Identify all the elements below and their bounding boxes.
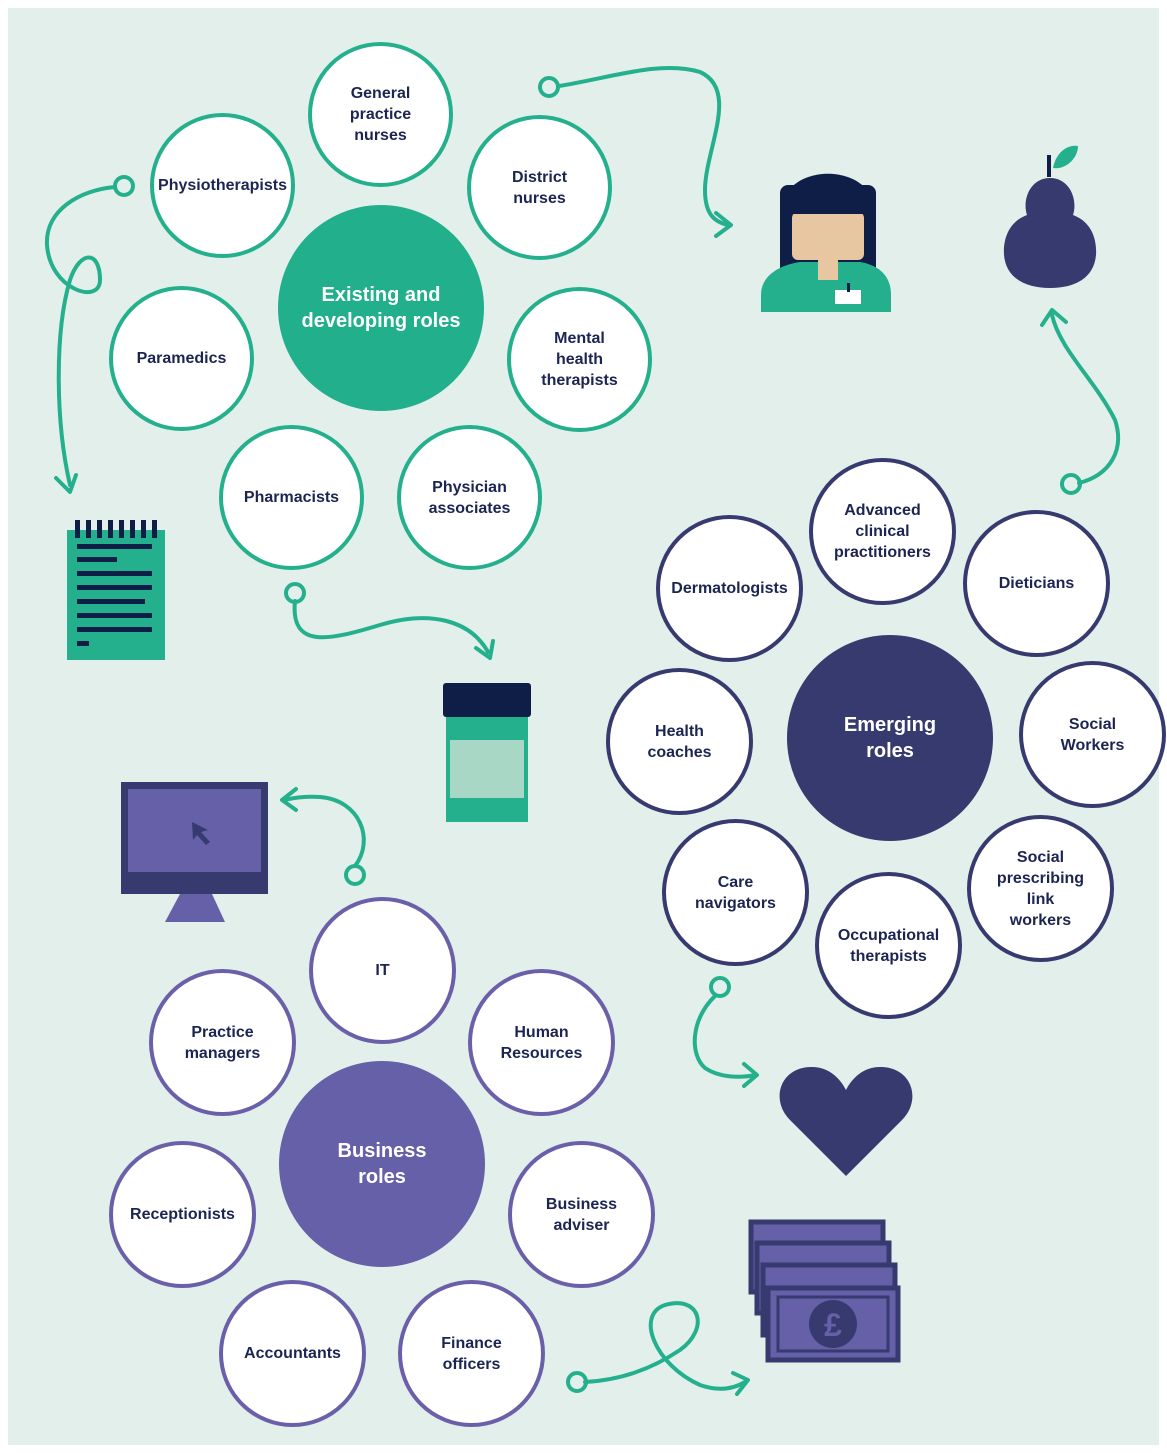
role-it: IT — [309, 897, 456, 1044]
medicine-bottle-icon — [443, 683, 531, 822]
curve-to-heart — [692, 976, 759, 1088]
role-dermatologists: Dermatologists — [656, 515, 803, 662]
role-care-navigators: Care navigators — [662, 819, 809, 966]
role-general-practice-nurses: General practice nurses — [308, 42, 453, 187]
nurse-icon — [761, 173, 891, 312]
role-finance-officers: Finance officers — [398, 1280, 545, 1427]
curve-to-pear — [1040, 308, 1121, 495]
role-human-resources: Human Resources — [468, 969, 615, 1116]
svg-text:£: £ — [824, 1307, 842, 1343]
curve-to-notepad — [44, 175, 135, 494]
role-social-prescribing-link-workers: Social prescribing link workers — [967, 815, 1114, 962]
curve-to-money — [566, 1301, 750, 1396]
curve-to-nurse — [538, 65, 733, 238]
role-physician-associates: Physician associates — [397, 425, 542, 570]
pear-icon — [1003, 145, 1097, 288]
role-occupational-therapists: Occupational therapists — [815, 872, 962, 1019]
role-practice-managers: Practice managers — [149, 969, 296, 1116]
role-health-coaches: Health coaches — [606, 668, 753, 815]
curve-to-bottle — [284, 582, 495, 660]
role-pharmacists: Pharmacists — [219, 425, 364, 570]
emerging-roles-hub: Emerging roles — [787, 635, 993, 841]
role-dieticians: Dieticians — [963, 510, 1110, 657]
role-accountants: Accountants — [219, 1280, 366, 1427]
existing-roles-hub: Existing and developing roles — [278, 205, 484, 411]
curve-to-monitor — [280, 787, 366, 886]
role-physiotherapists: Physiotherapists — [150, 113, 295, 258]
role-district-nurses: District nurses — [467, 115, 612, 260]
role-paramedics: Paramedics — [109, 286, 254, 431]
banknotes-icon: £ — [748, 1219, 901, 1363]
role-social-workers: Social Workers — [1019, 661, 1166, 808]
heart-icon — [779, 1066, 913, 1176]
role-advanced-clinical-practitioners: Advanced clinical practitioners — [809, 458, 956, 605]
role-receptionists: Receptionists — [109, 1141, 256, 1288]
notepad-icon — [67, 520, 165, 660]
business-roles-hub: Business roles — [279, 1061, 485, 1267]
role-business-adviser: Business adviser — [508, 1141, 655, 1288]
role-mental-health-therapists: Mental health therapists — [507, 287, 652, 432]
computer-monitor-icon — [121, 782, 268, 922]
